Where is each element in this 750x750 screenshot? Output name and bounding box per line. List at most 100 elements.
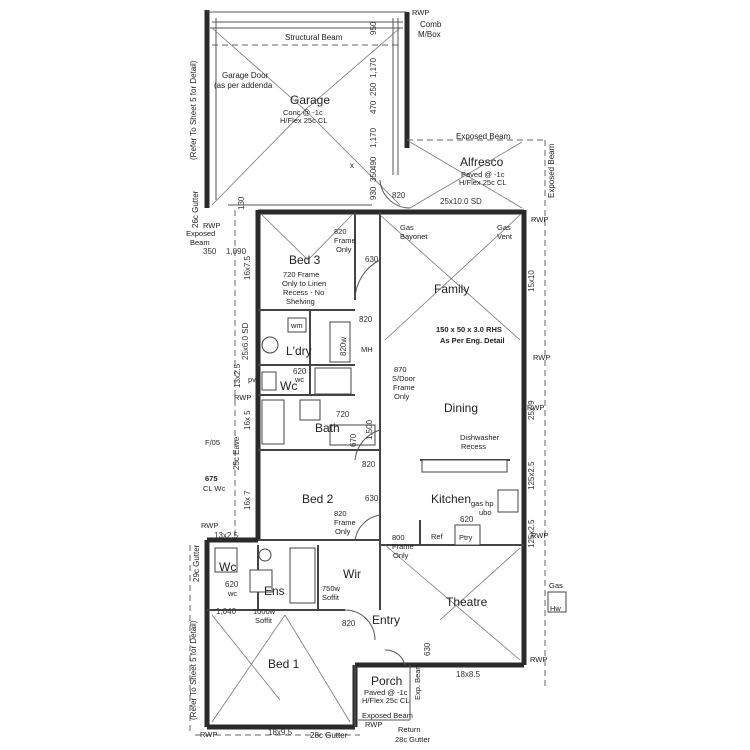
bed3-frame-1: 820 [334, 227, 347, 236]
label-gas-vent-2: Vent [497, 232, 513, 241]
label-linen-3: Recess - No [283, 288, 324, 297]
label-comb-2: M/Box [418, 30, 441, 39]
dim-630b: 630 [365, 494, 379, 503]
dim-125x25a: 125x2.5 [527, 461, 536, 490]
bed2-frame-2: Frame [334, 518, 356, 527]
dim-25x9: 25x 9 [527, 400, 536, 420]
label-return-1: Return [398, 725, 421, 734]
room-family: Family [434, 282, 469, 296]
label-frame-entry-1: 800 [392, 533, 405, 542]
label-comb-1: Comb [420, 20, 442, 29]
fixtures [214, 317, 567, 613]
dim-130: 130 [237, 196, 246, 210]
garage-sub-2: H/Flex 25c CL [280, 116, 328, 125]
dim-1090: 1,090 [226, 247, 247, 256]
room-wc-main: Wc [280, 379, 297, 393]
label-sdoor-2: S/Door [392, 374, 416, 383]
label-x: x [350, 161, 354, 170]
dim-820-bath: 820 [362, 460, 376, 469]
roof-diagonals [211, 214, 521, 723]
room-garage: Garage [290, 93, 330, 107]
label-pv: pv [248, 375, 256, 384]
dim-1170b: 1,170 [369, 127, 378, 148]
label-sdoor-3: Frame [393, 383, 415, 392]
label-gas-bayonet-2: Bayonet [400, 232, 428, 241]
label-gutter-29c: 29c Gutter [192, 544, 201, 582]
garage-sub-1: Conc @ -1c [283, 108, 323, 117]
garage-structure [204, 10, 410, 208]
dim-16x7: 16x 7 [243, 490, 252, 510]
dim-820w: 820w [339, 337, 348, 356]
dim-820-entry: 820 [342, 619, 356, 628]
label-wc-small-1: wc [294, 375, 304, 384]
label-soffit-750-2: Soffit [322, 593, 340, 602]
room-kitchen: Kitchen [431, 492, 471, 506]
dim-620-wc: 620 [293, 367, 307, 376]
dim-125x25b: 125x2.5 [527, 519, 536, 548]
dim-950: 950 [369, 21, 378, 35]
label-frame-entry-3: Only [393, 551, 409, 560]
dim-670: 670 [349, 433, 358, 447]
label-gas-hw-2: Hw [550, 604, 561, 613]
room-bed2: Bed 2 [302, 492, 334, 506]
label-ptry: Ptry [459, 533, 473, 542]
label-rhs-2: As Per Eng. Detail [440, 336, 505, 345]
dim-1170a: 1,170 [369, 57, 378, 78]
label-rwp-r1: RWP [533, 353, 550, 362]
dim-490: 490 [369, 156, 378, 170]
dim-13x25b: 13x2.5 [214, 531, 239, 540]
dim-1500: 1,500 [365, 419, 374, 440]
label-gas-hp: gas hp [471, 499, 494, 508]
dim-18x85: 18x8.5 [456, 670, 481, 679]
label-refer-bottom: (Refer To Sheet 5 for Detail) [189, 620, 198, 720]
eave-lines [189, 210, 546, 736]
label-linen-2: Only to Linen [282, 279, 326, 288]
room-theatre: Theatre [446, 595, 488, 609]
label-exposed-beam-right: Exposed Beam [547, 143, 556, 198]
label-ref: Ref [431, 532, 444, 541]
label-frame-entry-2: Frame [392, 542, 414, 551]
label-gutter-28c: 28c Gutter [310, 731, 348, 740]
dim-18x95: 18x9.5 [268, 728, 293, 737]
dim-620-k: 620 [460, 515, 474, 524]
label-garage-door-1: Garage Door [222, 71, 269, 80]
bed3-frame-2: Frame [334, 236, 356, 245]
dim-15x10: 15x10 [527, 270, 536, 292]
label-rwp-r2: RWP [527, 403, 544, 412]
label-gutter-26c: 26c Gutter [191, 190, 200, 228]
alfresco-structure [407, 139, 546, 210]
label-rwp-left-1: RWP [203, 221, 220, 230]
bed2-frame-3: Only [335, 527, 351, 536]
room-wir: Wir [343, 567, 361, 581]
label-gas-vent-1: Gas [497, 223, 511, 232]
label-rwp-r4: RWP [530, 655, 547, 664]
dim-470: 470 [369, 100, 378, 114]
room-bed1: Bed 1 [268, 657, 300, 671]
label-exposed-beam-bottom: Exposed Beam [362, 711, 413, 720]
dim-720: 720 [336, 410, 350, 419]
dim-13x25a: 13x2.5 [233, 363, 242, 388]
label-rhs-1: 150 x 50 x 3.0 RHS [436, 325, 502, 334]
label-mh: MH [361, 345, 373, 354]
porch-sub-2: H/Flex 25c CL [362, 696, 410, 705]
label-rwp-bottom-1: RWP [365, 720, 382, 729]
bed3-frame-3: Only [336, 245, 352, 254]
label-exp-beam-porch: Exp. Beam [413, 663, 422, 700]
room-entry: Entry [372, 613, 400, 627]
dim-350: 350 [369, 168, 378, 182]
label-wc-small-2: wc [227, 589, 237, 598]
room-bath: Bath [315, 421, 340, 435]
label-rwp-top: RWP [412, 8, 429, 17]
label-return-2: 28c Gutter [395, 735, 431, 744]
label-dishwasher-1: Dishwasher [460, 433, 500, 442]
label-rwp-r3: RWP [531, 531, 548, 540]
dim-1040: 1,040 [216, 607, 237, 616]
label-eave: 25c Eave [232, 436, 241, 470]
room-bed3: Bed 3 [289, 253, 321, 267]
label-gas-bayonet-1: Gas [400, 223, 414, 232]
label-rwp-alf: RWP [531, 215, 548, 224]
dim-620-ens: 620 [225, 580, 239, 589]
dim-350b: 350 [203, 247, 217, 256]
label-soffit-750-1: 750w [322, 584, 341, 593]
